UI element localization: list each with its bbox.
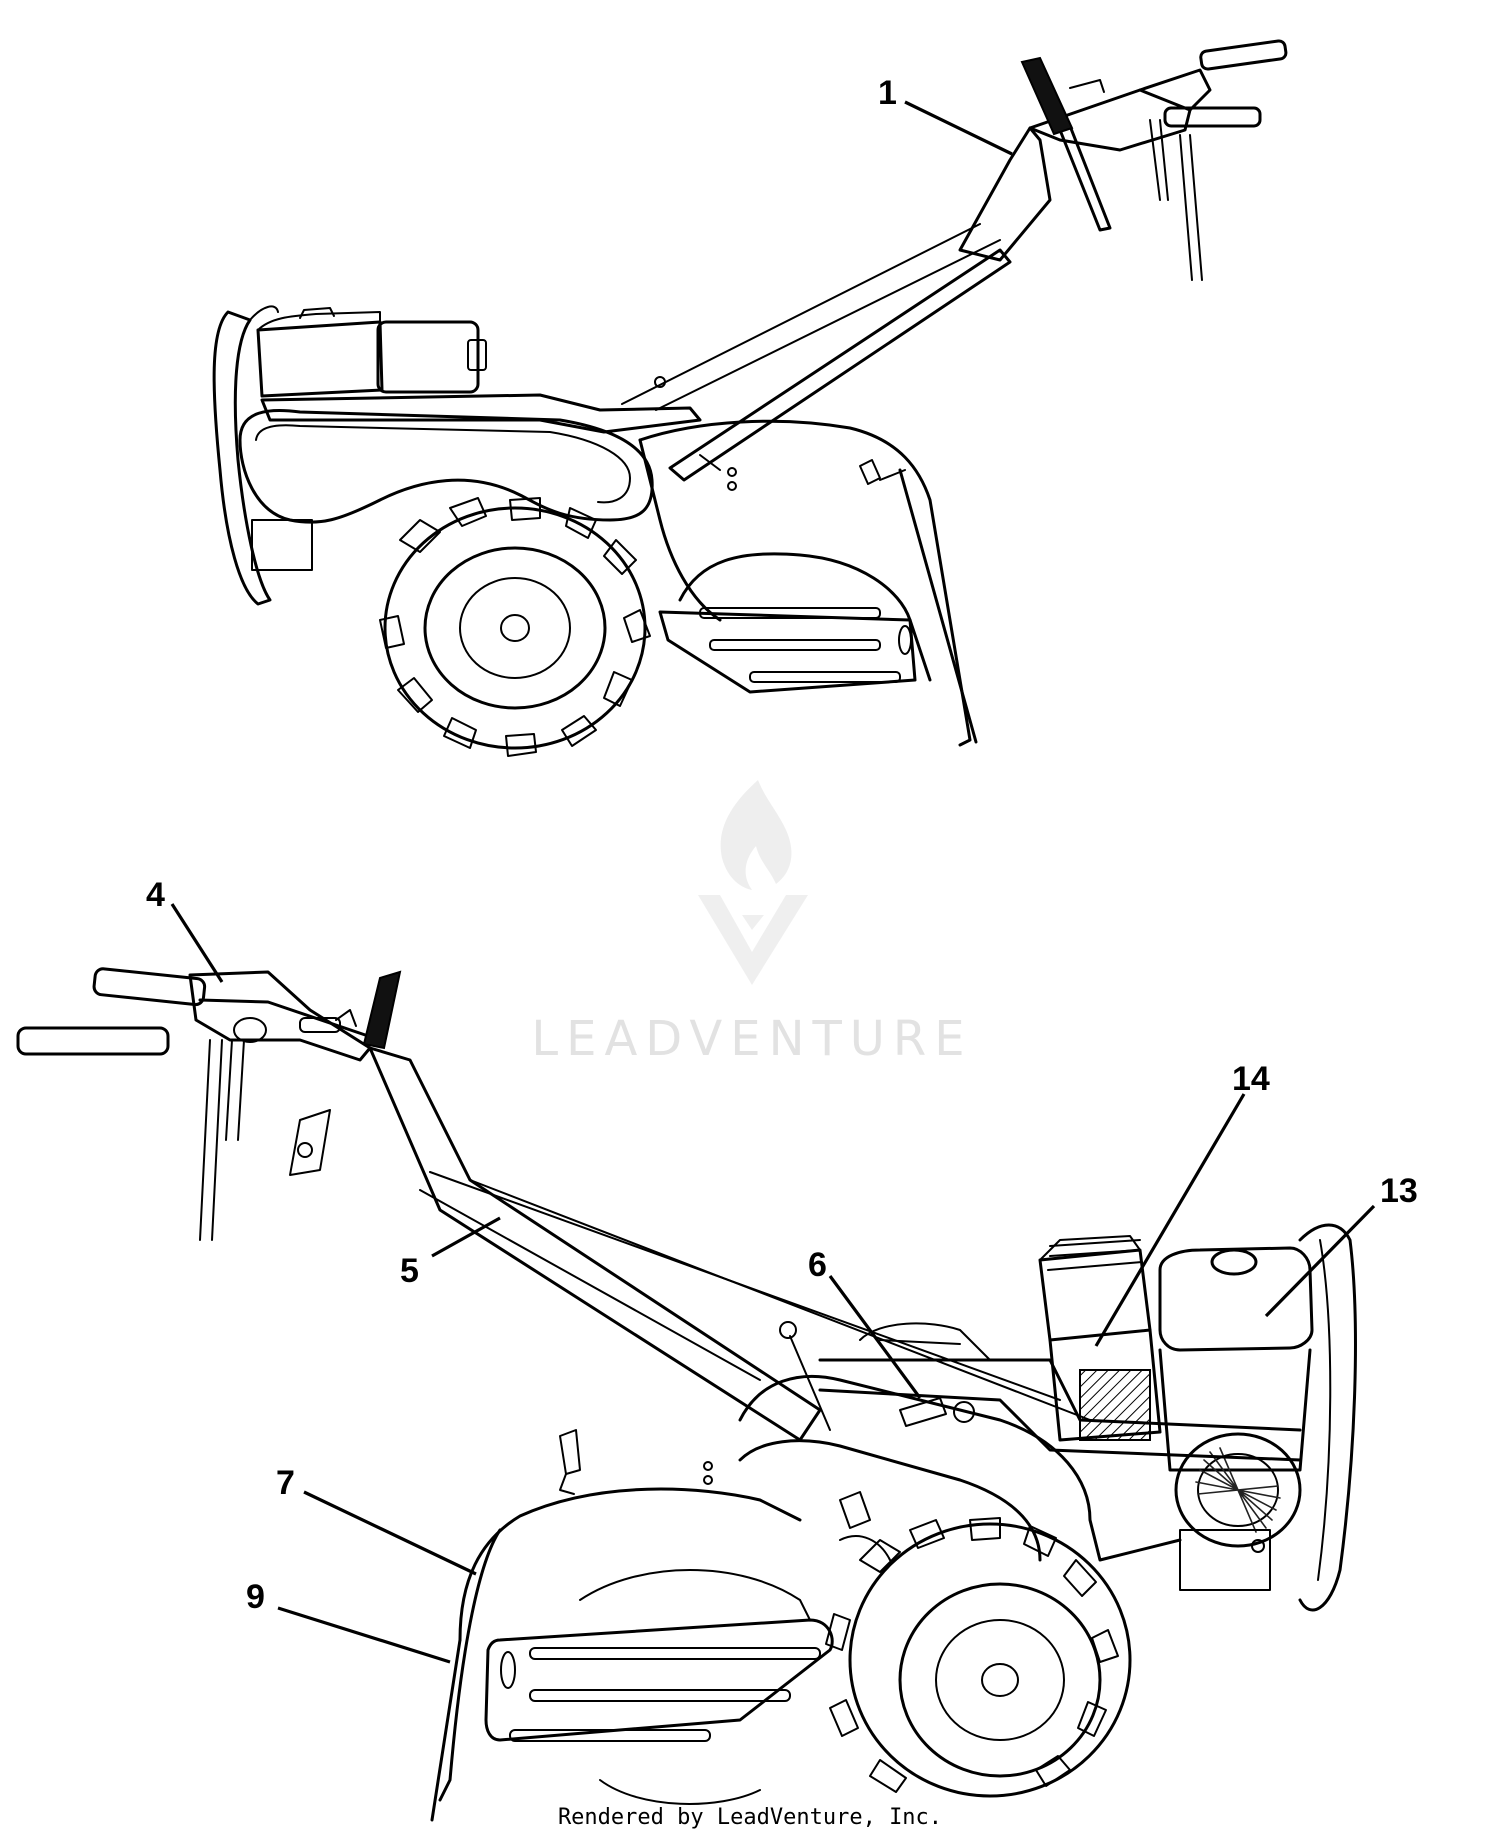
- callout-4[interactable]: 4: [146, 876, 224, 983]
- svg-text:4: 4: [146, 876, 165, 914]
- flame-v-logo-icon: [698, 780, 808, 985]
- svg-text:14: 14: [1232, 1060, 1270, 1098]
- svg-text:9: 9: [246, 1578, 265, 1616]
- tire-treads-bottom: [825, 1517, 1119, 1793]
- callout-1[interactable]: 1: [878, 74, 1013, 156]
- svg-text:7: 7: [276, 1464, 295, 1502]
- callout-14[interactable]: 14: [1094, 1060, 1270, 1347]
- watermark-text: LEADVENTURE: [531, 1011, 972, 1067]
- svg-text:6: 6: [808, 1246, 827, 1284]
- tiller-top-view: [212, 39, 1288, 757]
- callout-7[interactable]: 7: [276, 1464, 477, 1576]
- svg-text:13: 13: [1380, 1172, 1418, 1210]
- callout-9[interactable]: 9: [246, 1578, 451, 1664]
- svg-text:5: 5: [400, 1252, 419, 1290]
- callout-6[interactable]: 6: [808, 1246, 922, 1399]
- tiller-bottom-view: [16, 967, 1357, 1822]
- starter-fins: [1195, 1447, 1281, 1533]
- footer-credit: Rendered by LeadVenture, Inc.: [558, 1805, 942, 1830]
- svg-text:1: 1: [878, 74, 897, 112]
- callout-5[interactable]: 5: [400, 1216, 501, 1290]
- watermark: LEADVENTURE: [531, 780, 972, 1067]
- callout-13[interactable]: 13: [1264, 1172, 1418, 1318]
- callouts: 1 4 5 6 7 9 13 14: [146, 74, 1418, 1664]
- tire-treads: [379, 497, 651, 757]
